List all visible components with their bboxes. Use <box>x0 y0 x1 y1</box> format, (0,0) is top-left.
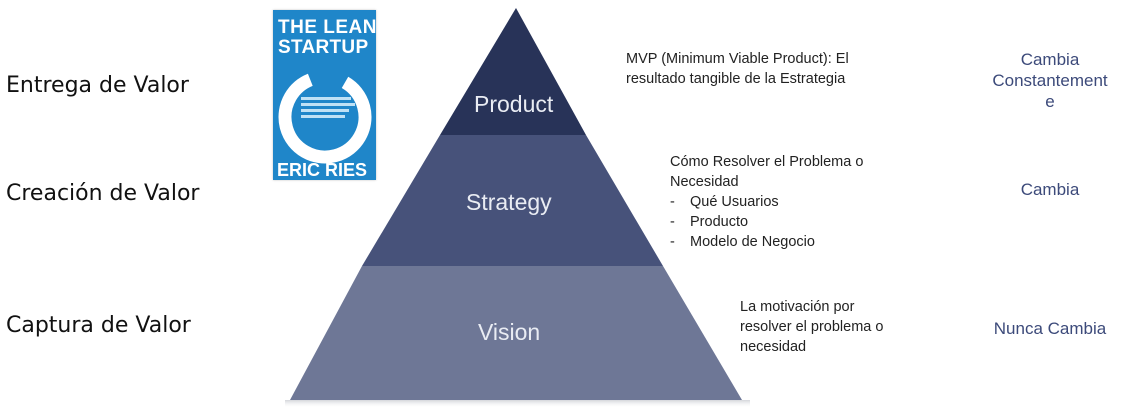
bullet-dash: - <box>670 214 675 230</box>
change-label-product: Cambia Constantement e <box>975 49 1125 112</box>
description-vision: La motivación por resolver el problema o… <box>740 297 883 357</box>
change-label-strategy: Cambia <box>975 179 1125 200</box>
description-strategy: Cómo Resolver el Problema o Necesidad -Q… <box>670 152 863 252</box>
list-item: -Producto <box>670 212 863 232</box>
change-line: Nunca Cambia <box>993 319 1107 338</box>
pyramid-shadow <box>285 400 750 408</box>
label-entrega-de-valor: Entrega de Valor <box>6 73 189 98</box>
description-line: Cómo Resolver el Problema o <box>670 154 864 170</box>
label-captura-de-valor: Captura de Valor <box>6 313 191 338</box>
tier-label-strategy: Strategy <box>466 189 552 215</box>
label-creacion-de-valor: Creación de Valor <box>6 181 200 206</box>
change-line: e <box>1045 92 1055 111</box>
description-line: resultado tangible de la Estrategia <box>626 71 846 87</box>
tier-label-product: Product <box>474 91 554 117</box>
bullet-text: Modelo de Negocio <box>690 234 815 250</box>
description-line: La motivación por <box>740 299 855 315</box>
bullet-dash: - <box>670 194 675 210</box>
change-line: Cambia <box>1020 180 1080 199</box>
book-author: ERIC RIES <box>277 160 368 180</box>
description-line: resolver el problema o <box>740 319 884 335</box>
book-cover-art-icon <box>278 70 372 164</box>
book-title-line2: STARTUP <box>278 37 369 58</box>
change-line: Constantement <box>992 71 1108 90</box>
list-item: -Qué Usuarios <box>670 192 863 212</box>
tier-label-vision: Vision <box>478 319 541 345</box>
strategy-bullet-list: -Qué Usuarios -Producto -Modelo de Negoc… <box>670 192 863 252</box>
bullet-text: Producto <box>690 214 749 230</box>
change-label-vision: Nunca Cambia <box>975 318 1125 339</box>
tier-strategy <box>362 135 663 266</box>
description-line: MVP (Minimum Viable Product): El <box>626 51 849 67</box>
list-item: -Modelo de Negocio <box>670 232 863 252</box>
book-title-line1: THE LEAN <box>278 17 376 38</box>
description-line: necesidad <box>740 339 807 355</box>
tier-vision <box>290 266 742 400</box>
lean-startup-book-cover: THE LEAN STARTUP ERIC RIES <box>273 10 376 180</box>
description-product: MVP (Minimum Viable Product): El resulta… <box>626 49 849 89</box>
tier-product <box>440 8 586 135</box>
bullet-text: Qué Usuarios <box>690 194 779 210</box>
change-line: Cambia <box>1020 50 1080 69</box>
description-line: Necesidad <box>670 174 739 190</box>
bullet-dash: - <box>670 234 675 250</box>
